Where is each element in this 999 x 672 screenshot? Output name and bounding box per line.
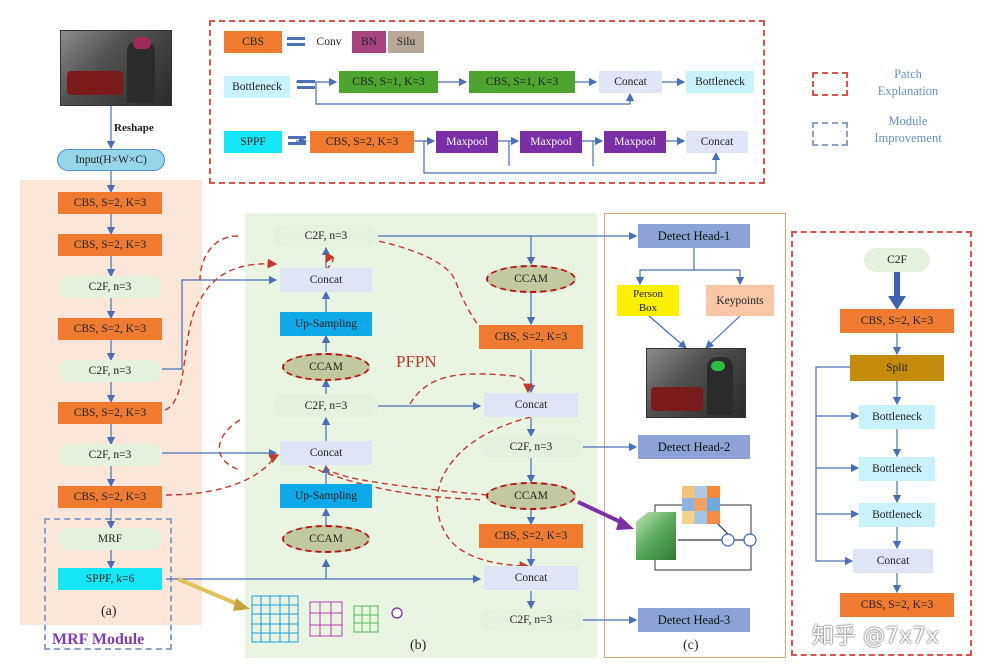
neck-upsampling-2: Up-Sampling <box>280 484 372 508</box>
detect-head-3: Detect Head-3 <box>638 608 750 632</box>
heatmap-row-2 <box>682 511 720 524</box>
car-seat-out <box>651 387 703 411</box>
legend-maxpool-1: Maxpool <box>436 131 498 153</box>
backbone-c2f-2: C2F, n=3 <box>58 360 162 382</box>
c2f-detail-bottleneck-3: Bottleneck <box>859 503 935 527</box>
neck-cbs-right-2: CBS, S=2, K=3 <box>479 524 583 548</box>
module-improvement-label: Module Improvement <box>874 114 942 145</box>
neck-ccam-right-1: CCAM <box>486 265 576 293</box>
legend-sppf-cbs: CBS, S=2, K=3 <box>310 131 414 153</box>
legend-bottleneck-concat: Concat <box>599 71 662 93</box>
mrf-module-label: MRF Module <box>52 631 145 648</box>
legend-silu: Silu <box>388 31 424 53</box>
neck-c2f-right-1: C2F, n=3 <box>479 436 583 458</box>
output-image <box>646 348 746 418</box>
pfpn-label: PFPN <box>396 352 437 371</box>
c2f-detail-cbs-top: CBS, S=2, K=3 <box>840 309 954 333</box>
c2f-detail-bottleneck-1: Bottleneck <box>859 405 935 429</box>
c2f-detail-title: C2F <box>864 248 930 272</box>
backbone-cbs-2: CBS, S=2, K=3 <box>58 234 162 256</box>
neck-ccam-right-2: CCAM <box>486 482 576 510</box>
panel-a-label: (a) <box>101 604 117 619</box>
keypoint-overlay <box>711 361 725 371</box>
patch-explanation-label: Patch Explanation <box>877 67 939 98</box>
backbone-cbs-3: CBS, S=2, K=3 <box>58 318 162 340</box>
patch-explanation-swatch <box>812 72 848 96</box>
neck-concat-right-2: Concat <box>484 566 578 590</box>
c2f-detail-bottleneck-2: Bottleneck <box>859 457 935 481</box>
driver-figure <box>127 41 155 103</box>
legend-maxpool-3: Maxpool <box>604 131 666 153</box>
mrf-module-panel <box>44 518 172 650</box>
legend-conv: Conv <box>308 31 350 53</box>
mrf-node: MRF <box>58 528 162 550</box>
neck-c2f-right-2: C2F, n=3 <box>479 609 583 631</box>
car-seat <box>67 71 123 95</box>
panel-b-label: (b) <box>410 638 427 653</box>
backbone-cbs-5: CBS, S=2, K=3 <box>58 486 162 508</box>
heatmap-row <box>682 498 720 511</box>
neck-upsampling-1: Up-Sampling <box>280 312 372 336</box>
backbone-cbs-1: CBS, S=2, K=3 <box>58 192 162 214</box>
sppf-node: SPPF, k=6 <box>58 568 162 590</box>
neck-c2f-mid: C2F, n=3 <box>274 395 378 417</box>
legend-cbs: CBS <box>224 31 282 53</box>
keypoints-label: Keypoints <box>706 285 774 316</box>
reshape-label: Reshape <box>114 122 154 134</box>
person-box-label: Person Box <box>617 285 679 316</box>
attention-feature-cube <box>636 512 676 560</box>
input-image <box>60 30 172 106</box>
detect-head-1: Detect Head-1 <box>638 224 750 248</box>
legend-bottleneck-cbs1: CBS, S=1, K=3 <box>339 71 438 93</box>
legend-bn: BN <box>352 31 386 53</box>
legend-equals-icon <box>287 37 305 40</box>
neck-ccam-2: CCAM <box>282 525 370 553</box>
legend-equals-icon-2 <box>297 80 315 83</box>
legend-maxpool-2: Maxpool <box>520 131 582 153</box>
module-improvement-swatch <box>812 122 848 146</box>
attention-heatmap <box>682 486 720 524</box>
legend-bottleneck-cbs2: CBS, S=1, K=3 <box>469 71 575 93</box>
neck-concat-2: Concat <box>280 441 372 465</box>
neck-concat-1: Concat <box>280 268 372 292</box>
neck-concat-right-1: Concat <box>484 393 578 417</box>
detect-head-2: Detect Head-2 <box>638 435 750 459</box>
backbone-c2f-1: C2F, n=3 <box>58 276 162 298</box>
legend-sppf: SPPF <box>224 131 282 153</box>
neck-cbs-right-1: CBS, S=2, K=3 <box>479 325 583 349</box>
panel-c-label: (c) <box>683 638 699 653</box>
backbone-cbs-4: CBS, S=2, K=3 <box>58 402 162 424</box>
neck-ccam-1: CCAM <box>282 353 370 381</box>
driver-hair <box>133 37 151 49</box>
input-node: Input(H×W×C) <box>57 149 165 171</box>
legend-bottleneck-out: Bottleneck <box>686 71 754 93</box>
legend-panel <box>209 20 765 184</box>
c2f-detail-panel <box>791 231 972 656</box>
backbone-c2f-3: C2F, n=3 <box>58 444 162 466</box>
watermark: 知乎 @7x7x <box>812 624 940 649</box>
neck-c2f-top: C2F, n=3 <box>274 225 378 247</box>
legend-bottleneck: Bottleneck <box>224 76 290 98</box>
c2f-detail-cbs-bottom: CBS, S=2, K=3 <box>840 593 954 617</box>
c2f-detail-split: Split <box>850 355 944 381</box>
c2f-detail-concat: Concat <box>853 549 933 573</box>
legend-equals-icon-3 <box>288 136 306 139</box>
legend-sppf-concat: Concat <box>686 131 748 153</box>
